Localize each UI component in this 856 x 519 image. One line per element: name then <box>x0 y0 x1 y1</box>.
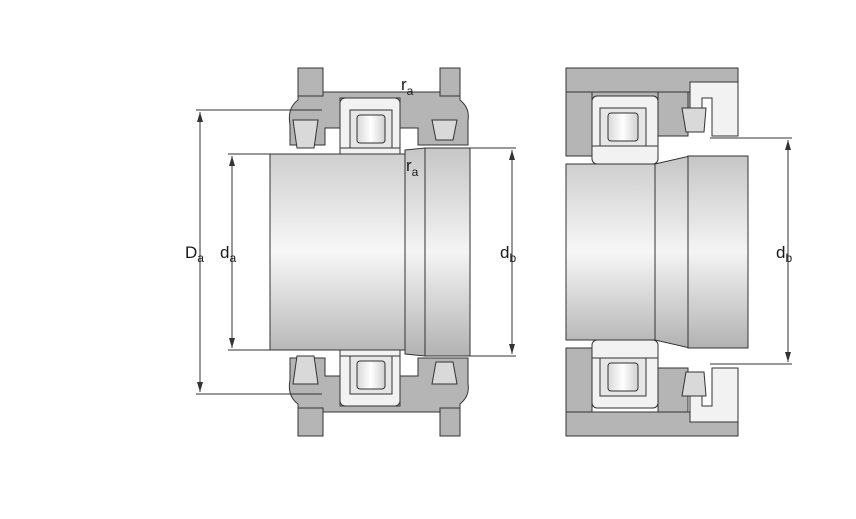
shaft-right-view <box>565 163 667 341</box>
shaft-taper-right-view <box>654 155 691 349</box>
housing-cap-bottom-left <box>297 407 324 437</box>
housing-bottom-left <box>288 357 469 437</box>
seal-top-right <box>431 119 458 141</box>
housing-side-bottom-right-view <box>565 347 593 413</box>
shaft-step-left <box>404 147 426 357</box>
seal-bottom-left <box>292 355 319 385</box>
seal-top-left <box>292 119 319 149</box>
arrow-db-top <box>509 150 515 160</box>
bearing-top-right-view <box>591 95 659 165</box>
label-da: da <box>220 243 236 265</box>
arrow-Da-top <box>197 112 203 122</box>
arrow-db-right-bottom <box>785 352 791 362</box>
bearing-bottom-left <box>339 337 401 407</box>
left-view: Da da db ra ra <box>185 67 516 437</box>
arrow-db-right-top <box>785 140 791 150</box>
dimension-lines-right <box>710 137 792 365</box>
shaft-collar-right-view <box>687 155 749 349</box>
label-ra-top: ra <box>401 75 414 98</box>
label-ra-mid: ra <box>406 156 419 179</box>
shaft-left <box>269 153 411 351</box>
right-view: db <box>565 67 792 437</box>
labyrinth-seal-top <box>681 107 707 133</box>
arrow-da-top <box>229 156 235 166</box>
housing-cap-bottom-right <box>439 407 461 437</box>
shaft-collar-left <box>424 147 471 357</box>
housing-cap-top-right <box>439 67 461 97</box>
housing-cap-top-left <box>297 67 324 97</box>
arrow-Da-bottom <box>197 382 203 392</box>
labyrinth-seal-bottom <box>681 371 707 397</box>
label-db-right: db <box>776 243 792 265</box>
bearing-top-left <box>339 97 401 167</box>
seal-bottom-right <box>431 361 458 385</box>
bearing-bottom-right-view <box>591 339 659 409</box>
arrow-db-bottom <box>509 344 515 354</box>
label-db-left: db <box>500 243 516 265</box>
dimension-lines-left <box>196 109 516 395</box>
label-Da: Da <box>185 243 204 265</box>
housing-top-left <box>288 67 469 146</box>
arrow-da-bottom <box>229 338 235 348</box>
housing-side-top-right-view <box>565 91 593 157</box>
